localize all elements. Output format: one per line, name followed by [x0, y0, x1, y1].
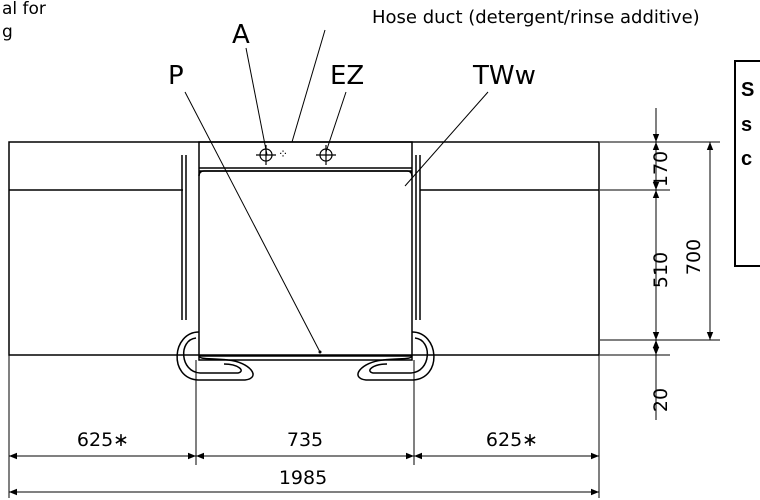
leader-hose-duct [291, 29, 326, 143]
svg-text:⁘: ⁘ [278, 147, 288, 161]
label-p: P [168, 61, 184, 91]
left-handle-outer [176, 331, 254, 381]
dim-total-width: 1985 [279, 467, 327, 489]
note-box-frame [734, 60, 760, 267]
machine-outline [8, 141, 600, 356]
outer-body [8, 141, 600, 356]
note-box-line-1: S [741, 79, 754, 101]
right-handle-inner [369, 337, 429, 374]
dim-overall-height: 700 [683, 239, 705, 275]
note-box-line-2: s [741, 114, 752, 136]
vertical-dimensions [600, 108, 720, 420]
right-handle-outer [357, 331, 435, 381]
leader-tww [404, 91, 489, 187]
hood-unit [198, 141, 413, 361]
note-line-1: al for [2, 0, 46, 19]
hose-duct-label: Hose duct (detergent/rinse additive) [372, 7, 700, 28]
hood-top-curve [198, 170, 413, 177]
leader-ez [325, 91, 347, 153]
leader-a [245, 47, 268, 156]
label-tww: TWw [472, 61, 536, 91]
horizontal-dimensions [8, 355, 600, 498]
dim-center-width: 735 [287, 429, 323, 451]
dim-bottom-gap: 20 [650, 388, 672, 412]
dim-top-section: 170 [650, 151, 672, 187]
hose-duct-icon: ⁘ [278, 147, 288, 161]
label-ez: EZ [330, 61, 364, 91]
dim-right-width: 625∗ [486, 429, 538, 451]
note-box-line-3: c [741, 148, 752, 170]
dim-middle-section: 510 [650, 252, 672, 288]
hood-frame [198, 141, 413, 361]
left-handle-inner [182, 337, 242, 374]
note-box: S s c [734, 60, 760, 267]
point-p-marker [318, 350, 322, 354]
base-handles [176, 331, 435, 381]
connection-symbols [256, 145, 336, 165]
leader-p [184, 91, 321, 353]
leader-lines [184, 29, 489, 353]
dim-left-width: 625∗ [77, 429, 129, 451]
note-line-2: g [2, 22, 13, 42]
label-a: A [232, 20, 250, 50]
